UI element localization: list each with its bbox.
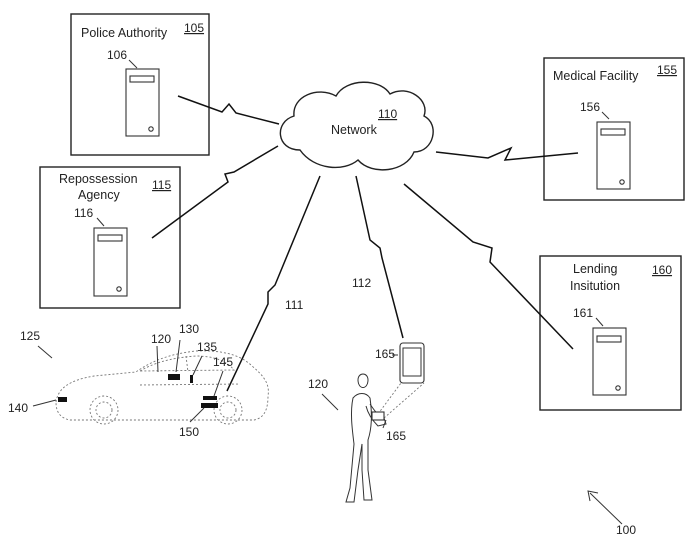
network-ref: 110 bbox=[378, 107, 397, 121]
user-with-phone: 120 165 165 bbox=[308, 342, 425, 503]
phone-ref-bottom: 165 bbox=[386, 429, 406, 443]
figure-ref-group: 100 bbox=[587, 490, 636, 537]
server-icon bbox=[125, 68, 160, 137]
component-130 bbox=[168, 374, 180, 380]
component-140 bbox=[58, 397, 67, 402]
link-phone bbox=[355, 175, 404, 339]
medical-facility-ref: 155 bbox=[657, 63, 677, 77]
server-icon bbox=[93, 227, 128, 297]
medical-facility-label: Medical Facility bbox=[553, 69, 639, 83]
user-ref: 120 bbox=[308, 377, 328, 391]
phone-link-ref: 112 bbox=[352, 276, 371, 290]
link-lending bbox=[403, 183, 574, 350]
medical-facility-node: Medical Facility 155 156 bbox=[543, 57, 685, 201]
component-135-ref: 135 bbox=[197, 340, 217, 354]
vehicle-link-ref: 111 bbox=[285, 298, 304, 312]
smartphone-icon bbox=[399, 342, 425, 384]
person-icon bbox=[345, 373, 387, 503]
police-authority-node: Police Authority 105 106 bbox=[70, 13, 210, 156]
repossession-label-line1: Repossession bbox=[59, 172, 138, 186]
police-authority-label: Police Authority bbox=[81, 26, 168, 40]
link-medical bbox=[435, 146, 579, 161]
component-145-ref: 145 bbox=[213, 355, 233, 369]
repossession-server-ref: 116 bbox=[74, 206, 93, 220]
vehicle-ref: 125 bbox=[20, 329, 40, 343]
lending-label-line2: Insitution bbox=[570, 279, 620, 293]
component-130-ref: 130 bbox=[179, 322, 199, 336]
wireless-links: 111 112 bbox=[151, 95, 579, 392]
component-145 bbox=[203, 396, 217, 400]
phone-ref-top: 165 bbox=[375, 347, 395, 361]
police-authority-ref: 105 bbox=[184, 21, 204, 35]
network-cloud: Network 110 bbox=[279, 81, 434, 171]
network-label: Network bbox=[331, 123, 378, 137]
repossession-agency-node: Repossession Agency 115 116 bbox=[39, 166, 181, 309]
link-police bbox=[177, 95, 280, 125]
component-150 bbox=[201, 403, 218, 408]
figure-ref: 100 bbox=[616, 523, 636, 537]
component-135 bbox=[190, 375, 193, 383]
component-150-ref: 150 bbox=[179, 425, 199, 439]
handheld-device-icon bbox=[371, 411, 385, 421]
component-140-ref: 140 bbox=[8, 401, 28, 415]
lending-label-line1: Lending bbox=[573, 262, 618, 276]
lending-ref: 160 bbox=[652, 263, 672, 277]
repossession-ref: 115 bbox=[152, 178, 171, 192]
police-server-ref: 106 bbox=[107, 48, 127, 62]
link-repossession bbox=[151, 145, 279, 239]
server-icon bbox=[592, 327, 627, 396]
link-vehicle bbox=[226, 175, 321, 392]
medical-server-ref: 156 bbox=[580, 100, 600, 114]
server-icon bbox=[596, 121, 631, 190]
lending-institution-node: Lending Insitution 160 161 bbox=[539, 255, 682, 411]
repossession-label-line2: Agency bbox=[78, 188, 120, 202]
lending-server-ref: 161 bbox=[573, 306, 593, 320]
vehicle-person-ref: 120 bbox=[151, 332, 171, 346]
vehicle: 125 120 130 135 145 140 150 bbox=[8, 322, 269, 439]
